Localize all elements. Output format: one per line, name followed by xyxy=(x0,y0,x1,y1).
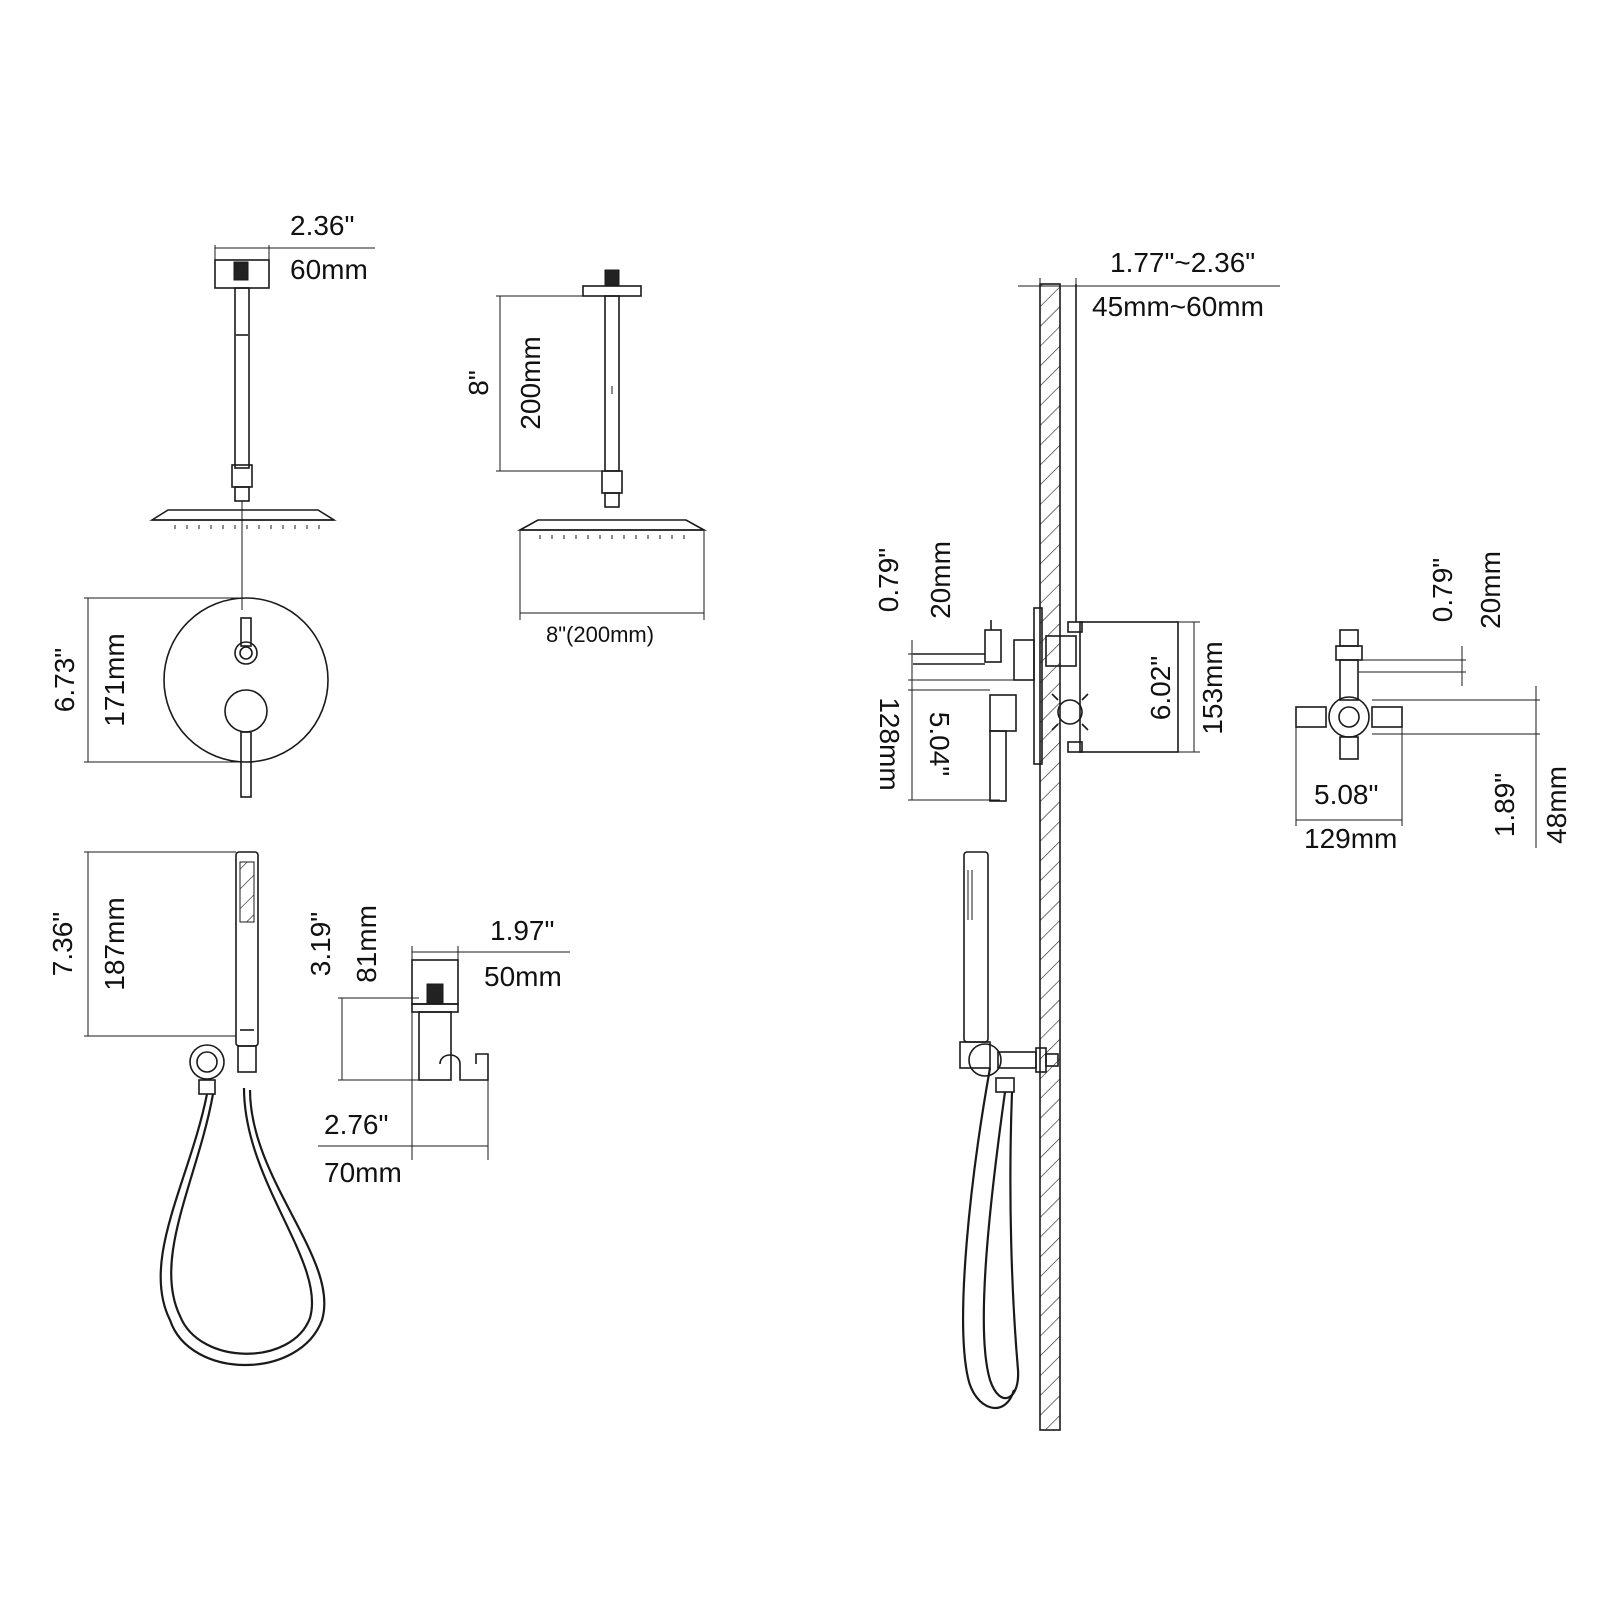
hand-shower-view: 7.36" 187mm xyxy=(47,851,326,1367)
dim-arm-length-in: 8" xyxy=(463,370,494,396)
dim-spout-offset-mm: 20mm xyxy=(925,541,956,619)
dim-holder-width-in: 1.97" xyxy=(490,915,554,946)
dim-trim-plate-in: 6.73" xyxy=(49,648,80,712)
dim-valve-width-mm: 129mm xyxy=(1304,823,1397,854)
dim-handshower-mm: 187mm xyxy=(99,897,130,990)
dim-holder-height-in: 3.19" xyxy=(305,912,336,976)
dim-holder-depth-mm: 70mm xyxy=(324,1157,402,1188)
dim-arm-length-mm: 200mm xyxy=(515,336,546,429)
shower-arm-side-view: 8"(200mm) 8" 200mm xyxy=(463,269,708,647)
rough-valve-view: 0.79" 20mm 1.89" 48mm 5.08" 129mm xyxy=(1295,551,1572,854)
dim-holder-height-mm: 81mm xyxy=(351,905,382,983)
dim-wall-depth-in: 1.77"~2.36" xyxy=(1110,247,1255,278)
dim-arm-flange-mm: 60mm xyxy=(290,254,368,285)
dim-valve-top-in: 0.79" xyxy=(1427,558,1458,622)
dim-valve-height-in: 6.02" xyxy=(1145,656,1176,720)
dim-handle-drop-mm: 128mm xyxy=(874,697,905,790)
shower-arm-front-view: 2.36" 60mm xyxy=(149,210,375,610)
holder-view: 3.19" 81mm 1.97" 50mm 2.76" 70mm xyxy=(305,905,570,1188)
dim-valve-width-in: 5.08" xyxy=(1314,779,1378,810)
dim-trim-plate-mm: 171mm xyxy=(99,633,130,726)
dim-spout-offset-in: 0.79" xyxy=(873,548,904,612)
dim-valve-depth-mm: 48mm xyxy=(1541,766,1572,844)
dim-head-width: 8"(200mm) xyxy=(546,622,654,647)
dim-arm-flange-in: 2.36" xyxy=(290,210,354,241)
dim-handshower-in: 7.36" xyxy=(47,912,78,976)
wall-section-view: 1.77"~2.36" 45mm~60mm 0.79" 20mm 128mm 5… xyxy=(873,247,1280,1431)
dim-wall-depth-mm: 45mm~60mm xyxy=(1092,291,1264,322)
dim-handle-drop-in: 5.04" xyxy=(924,712,955,776)
dim-holder-depth-in: 2.76" xyxy=(324,1109,388,1140)
dim-holder-width-mm: 50mm xyxy=(484,961,562,992)
dim-valve-height-mm: 153mm xyxy=(1197,641,1228,734)
dim-valve-top-mm: 20mm xyxy=(1475,551,1506,629)
dim-valve-depth-in: 1.89" xyxy=(1489,773,1520,837)
trim-plate-view: 6.73" 171mm xyxy=(49,597,329,798)
